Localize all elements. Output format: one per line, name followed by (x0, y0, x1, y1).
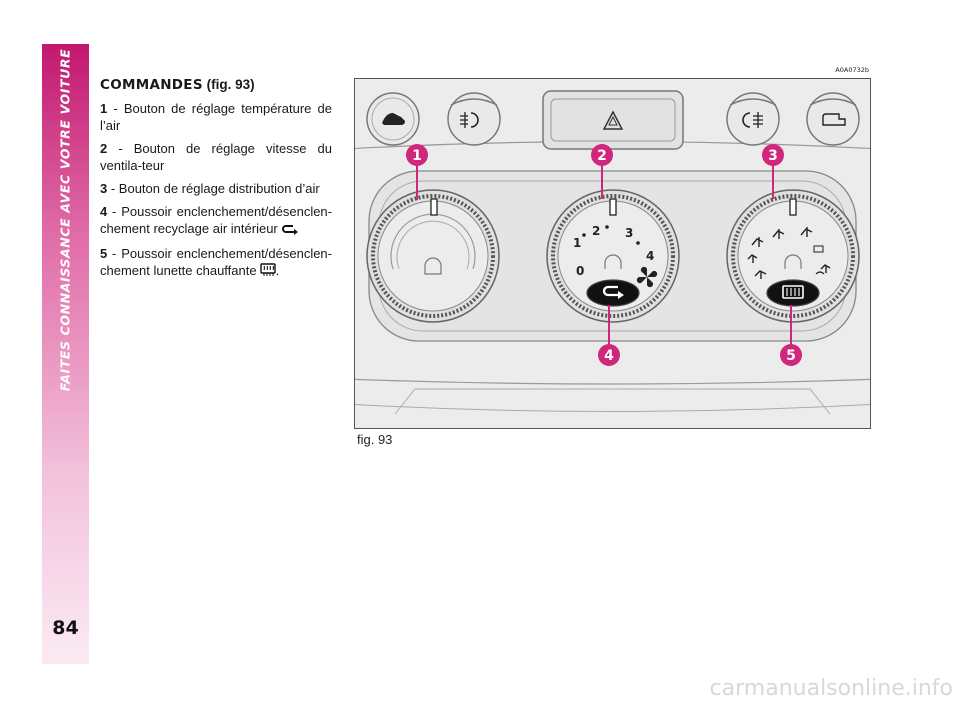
list-item: 2 - Bouton de réglage vitesse du ventila… (100, 140, 332, 174)
figure-caption: fig. 93 (357, 432, 393, 447)
page-number: 84 (52, 617, 79, 639)
rear-defrost-icon (259, 263, 276, 281)
fan-speed-knob: 0 1 2 3 4 (546, 189, 680, 323)
callout-1: 1 (406, 144, 428, 166)
fan-scale-label: 1 (573, 236, 581, 250)
list-item: 3 - Bouton de réglage distribution d’air (100, 180, 332, 197)
callout-label: 5 (786, 348, 796, 364)
callout-5: 5 (780, 344, 802, 366)
fan-scale-label: 4 (646, 249, 654, 263)
item-text: - Bouton de réglage température de l’air (100, 101, 332, 133)
list-item: 1 - Bouton de réglage température de l’a… (100, 100, 332, 134)
item-number: 4 (100, 204, 108, 219)
callout-4: 4 (598, 344, 620, 366)
heading-open-paren: ( (202, 77, 212, 92)
callout-label: 2 (597, 148, 607, 164)
callout-3: 3 (762, 144, 784, 166)
fan-scale-label: 0 (576, 264, 584, 278)
list-item: 5 - Poussoir enclenchement/désenclen-che… (100, 245, 332, 281)
item-text: - Poussoir enclenchement/désenclen-cheme… (100, 204, 332, 236)
list-item: 4 - Poussoir enclenchement/désenclen-che… (100, 203, 332, 239)
watermark: carmanualsonline.info (709, 676, 953, 701)
fan-scale-label: 3 (625, 226, 633, 240)
heading-close-paren: ) (250, 77, 255, 92)
callout-label: 1 (412, 148, 422, 164)
fan-scale-label: 2 (592, 224, 600, 238)
item-text: - Poussoir enclenchement/désenclen-cheme… (100, 246, 332, 278)
recirculation-button-icon (602, 285, 624, 299)
item-number: 3 (100, 181, 108, 196)
item-number: 5 (100, 246, 108, 261)
top-switch-strip (366, 90, 860, 150)
figure-climate-controls: 0 1 2 3 4 (354, 78, 871, 429)
rear-defrost-button-icon (782, 285, 804, 299)
section-heading-title: COMMANDES (100, 77, 203, 93)
item-text: - Bouton de réglage distribution d’air (107, 181, 320, 196)
fan-icon (636, 266, 658, 288)
section-heading: COMMANDES (fig. 93) (100, 76, 332, 94)
temperature-knob (366, 189, 500, 323)
air-distribution-knob (726, 189, 860, 323)
airflow-mode-icons (747, 227, 831, 279)
recirculation-icon (281, 222, 299, 239)
callout-2: 2 (591, 144, 613, 166)
item-number: 1 (100, 101, 108, 116)
callout-label: 4 (604, 348, 614, 364)
side-band (42, 44, 89, 664)
text-column: COMMANDES (fig. 93) 1 - Bouton de réglag… (100, 76, 332, 287)
figure-reference: fig. 93 (211, 77, 251, 92)
chapter-title: FAITES CONNAISSANCE AVEC VOTRE VOITURE (57, 48, 73, 392)
item-number: 2 (100, 141, 108, 156)
item-suffix: . (275, 263, 280, 278)
item-text: - Bouton de réglage vitesse du ventila-t… (100, 141, 332, 173)
climate-panel-illustration: 0 1 2 3 4 (355, 79, 870, 428)
callout-label: 3 (768, 148, 778, 164)
figure-code: A0A0732b (835, 66, 869, 74)
